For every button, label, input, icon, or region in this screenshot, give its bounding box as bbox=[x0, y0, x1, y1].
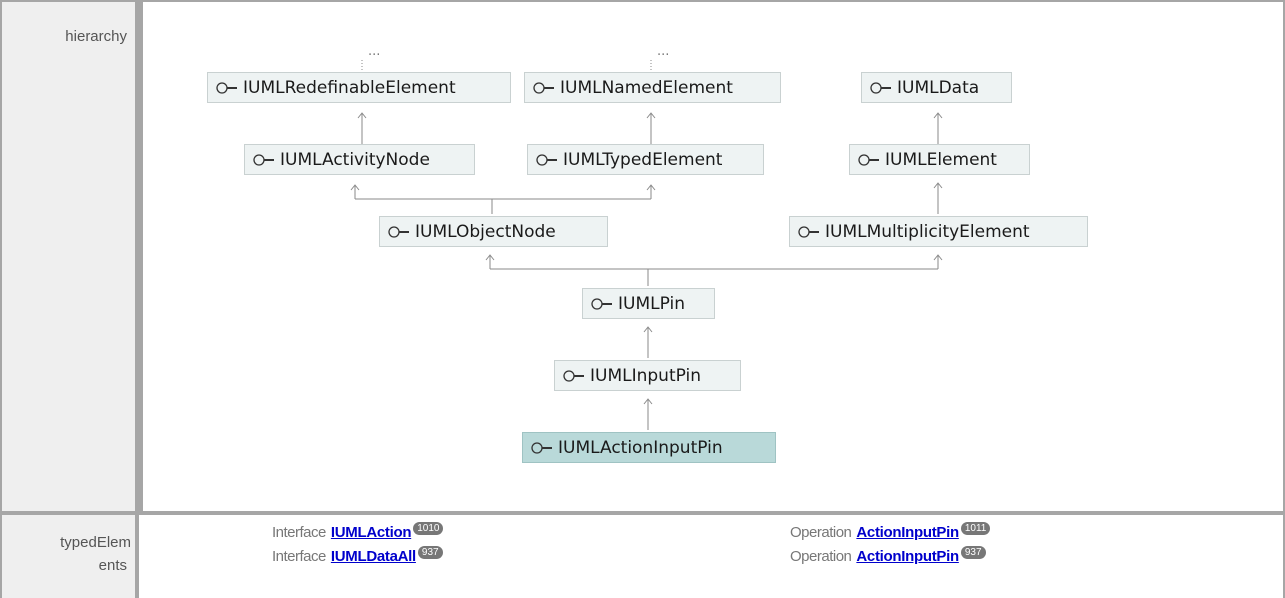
arrow-typed bbox=[646, 184, 656, 191]
interface-icon bbox=[591, 297, 612, 310]
count-badge: 1010 bbox=[413, 522, 444, 535]
arrow-named bbox=[646, 112, 656, 119]
node-iuml-data[interactable]: IUMLData bbox=[861, 72, 1012, 103]
node-iuml-element[interactable]: IUMLElement bbox=[849, 144, 1030, 175]
node-iuml-pin[interactable]: IUMLPin bbox=[582, 288, 715, 319]
node-label: IUMLTypedElement bbox=[563, 149, 723, 170]
interface-icon bbox=[253, 153, 274, 166]
arrow-redefinable bbox=[357, 112, 367, 119]
typed-elements-label-cell: typedElem ents bbox=[2, 515, 135, 598]
node-label: IUMLInputPin bbox=[590, 365, 701, 386]
element-kind: Operation bbox=[790, 524, 852, 541]
count-badge: 937 bbox=[960, 546, 986, 559]
element-kind: Operation bbox=[790, 548, 852, 565]
arrow-object bbox=[485, 254, 495, 261]
typed-elements-list: Interface IUMLAction 1010 Operation Acti… bbox=[139, 515, 1283, 598]
node-label: IUMLNamedElement bbox=[560, 77, 733, 98]
element-link[interactable]: IUMLDataAll bbox=[330, 548, 416, 565]
node-label: IUMLRedefinableElement bbox=[243, 77, 456, 98]
hierarchy-edges bbox=[350, 60, 943, 430]
interface-icon bbox=[533, 81, 554, 94]
node-label: IUMLData bbox=[897, 77, 980, 98]
more-indicator-redefinable: ... bbox=[368, 44, 381, 59]
node-label: IUMLObjectNode bbox=[415, 221, 556, 242]
arrow-element bbox=[933, 182, 943, 189]
hierarchy-label: hierarchy bbox=[65, 28, 127, 45]
node-label: IUMLPin bbox=[618, 293, 685, 314]
count-badge: 1011 bbox=[960, 522, 991, 535]
node-label: IUMLElement bbox=[885, 149, 997, 170]
node-iuml-activity-node[interactable]: IUMLActivityNode bbox=[244, 144, 475, 175]
node-label: IUMLMultiplicityElement bbox=[825, 221, 1030, 242]
arrow-data bbox=[933, 112, 943, 119]
arrow-inputpin bbox=[643, 398, 653, 405]
typed-element-row: Interface IUMLDataAll 937 bbox=[272, 546, 443, 565]
interface-icon bbox=[563, 369, 584, 382]
interface-icon bbox=[858, 153, 879, 166]
hierarchy-label-cell: hierarchy bbox=[2, 2, 135, 511]
typed-element-row: Interface IUMLAction 1010 bbox=[272, 522, 444, 541]
interface-icon bbox=[531, 441, 552, 454]
node-iuml-named-element[interactable]: IUMLNamedElement bbox=[524, 72, 781, 103]
node-iuml-action-input-pin[interactable]: IUMLActionInputPin bbox=[522, 432, 776, 463]
arrow-activity bbox=[350, 184, 360, 191]
element-kind: Interface bbox=[272, 524, 326, 541]
node-iuml-redefinable-element[interactable]: IUMLRedefinableElement bbox=[207, 72, 511, 103]
typed-elements-label-line1: typedElem bbox=[60, 534, 131, 551]
node-iuml-multiplicity-element[interactable]: IUMLMultiplicityElement bbox=[789, 216, 1088, 247]
arrow-multiplicity bbox=[933, 254, 943, 261]
interface-icon bbox=[798, 225, 819, 238]
typed-elements-label-line2: ents bbox=[98, 557, 127, 574]
hierarchy-diagram: ... ... IUMLRedefinableElement IUMLNamed… bbox=[143, 2, 1283, 511]
interface-icon bbox=[536, 153, 557, 166]
node-label: IUMLActivityNode bbox=[280, 149, 430, 170]
typed-element-row: Operation ActionInputPin 937 bbox=[790, 546, 986, 565]
count-badge: 937 bbox=[417, 546, 443, 559]
typed-element-row: Operation ActionInputPin 1011 bbox=[790, 522, 991, 541]
node-iuml-input-pin[interactable]: IUMLInputPin bbox=[554, 360, 741, 391]
interface-icon bbox=[216, 81, 237, 94]
element-kind: Interface bbox=[272, 548, 326, 565]
more-indicator-named: ... bbox=[657, 44, 670, 59]
element-link[interactable]: ActionInputPin bbox=[856, 524, 959, 541]
element-link[interactable]: ActionInputPin bbox=[856, 548, 959, 565]
element-link[interactable]: IUMLAction bbox=[330, 524, 412, 541]
node-iuml-object-node[interactable]: IUMLObjectNode bbox=[379, 216, 608, 247]
arrow-pin bbox=[643, 326, 653, 333]
node-label: IUMLActionInputPin bbox=[558, 437, 723, 458]
interface-icon bbox=[388, 225, 409, 238]
interface-icon bbox=[870, 81, 891, 94]
node-iuml-typed-element[interactable]: IUMLTypedElement bbox=[527, 144, 764, 175]
